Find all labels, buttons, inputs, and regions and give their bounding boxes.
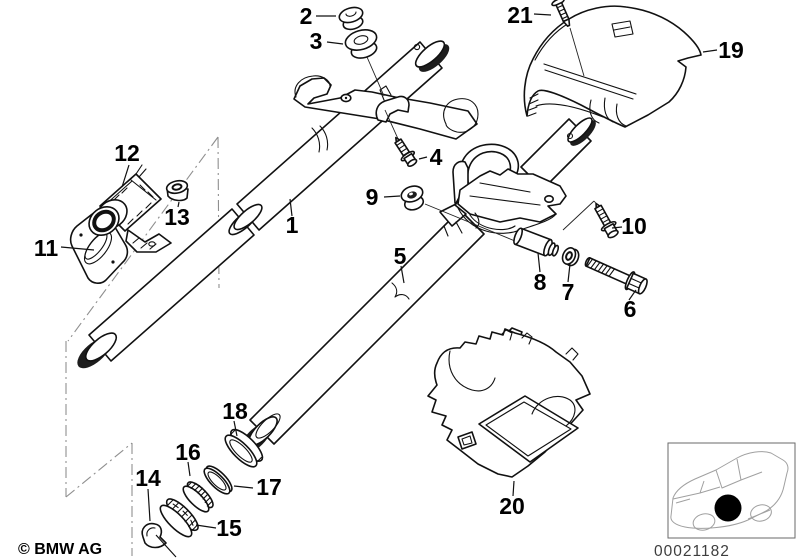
part-drawing-mount-bracket — [293, 75, 479, 140]
part-drawing-grommet-9 — [400, 185, 516, 242]
part-label-10[interactable]: 10 — [621, 213, 647, 239]
part-label-8[interactable]: 8 — [534, 269, 547, 295]
part-drawing-lower-casing-20 — [427, 328, 591, 478]
part-label-17[interactable]: 17 — [256, 474, 282, 500]
part-label-15[interactable]: 15 — [216, 515, 242, 541]
part-label-1[interactable]: 1 — [286, 212, 299, 238]
part-label-7[interactable]: 7 — [562, 279, 575, 305]
part-label-14[interactable]: 14 — [135, 465, 161, 491]
part-drawing-tolerance-ring-15 — [159, 498, 199, 538]
car-thumbnail — [667, 442, 796, 539]
part-label-21[interactable]: 21 — [507, 2, 533, 28]
part-label-3[interactable]: 3 — [310, 28, 323, 54]
part-drawing-ring-17 — [203, 465, 233, 495]
part-label-12[interactable]: 12 — [114, 140, 140, 166]
part-label-6[interactable]: 6 — [624, 296, 637, 322]
part-drawing-washer-7 — [561, 247, 580, 267]
part-label-19[interactable]: 19 — [718, 37, 744, 63]
part-label-18[interactable]: 18 — [222, 398, 248, 424]
part-label-9[interactable]: 9 — [366, 184, 379, 210]
part-drawing-tube-1 — [77, 40, 450, 369]
part-drawing-nut-13 — [165, 179, 189, 202]
leader-lines — [60, 13, 718, 558]
part-drawing-tube-5-stub — [520, 117, 596, 190]
location-dot — [714, 494, 742, 522]
part-label-11[interactable]: 11 — [34, 235, 59, 261]
part-drawing-clip-14 — [141, 522, 167, 549]
part-drawing-bolt-6 — [584, 257, 648, 295]
part-label-13[interactable]: 13 — [164, 204, 190, 230]
section-plane-lines — [65, 136, 220, 556]
part-label-2[interactable]: 2 — [300, 3, 313, 29]
part-labels: 1 2 3 4 5 6 7 8 9 10 11 12 13 14 15 16 1… — [34, 2, 744, 541]
part-label-16[interactable]: 16 — [175, 439, 201, 465]
part-drawing-screw-10 — [562, 200, 619, 239]
part-drawing-screw-21 — [551, 0, 585, 77]
part-drawing-grommet-2 — [338, 6, 364, 31]
copyright-text: © BMW AG — [18, 541, 102, 558]
diagram-number: 00021182 — [654, 543, 730, 559]
part-label-20[interactable]: 20 — [499, 493, 525, 519]
car-outline-icon — [670, 451, 789, 531]
part-drawing-bearing-flange-12 — [88, 164, 172, 253]
part-drawing-clamp-assembly — [439, 143, 567, 237]
part-drawing-knurled-ring-16 — [182, 481, 214, 513]
part-drawing-upper-casing-19 — [523, 5, 702, 128]
part-drawing-screw-4 — [384, 109, 418, 167]
part-label-5[interactable]: 5 — [394, 243, 407, 269]
part-label-4[interactable]: 4 — [430, 144, 443, 170]
part-drawing-tube-5 — [240, 209, 485, 454]
part-drawing-spacer-8 — [513, 227, 560, 257]
part-drawing-grommet-3 — [344, 29, 385, 97]
